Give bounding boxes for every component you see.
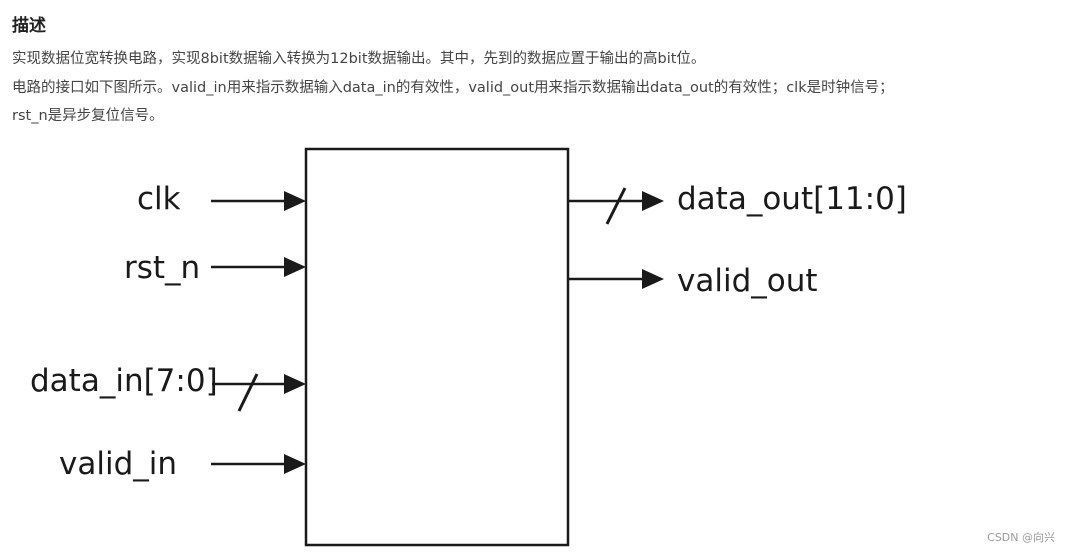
data-in-bus-arrow [212, 373, 306, 412]
description-line-1: 实现数据位宽转换电路，实现8bit数据输入转换为12bit数据输出。其中，先到的… [12, 51, 706, 67]
data-in-label: data_in[7:0] [30, 363, 218, 399]
rst-n-arrow [211, 257, 306, 277]
module-block [304, 147, 570, 547]
rst-n-label: rst_n [124, 250, 200, 286]
data-out-bus-arrow [568, 187, 664, 225]
section-heading: 描述 [12, 16, 46, 36]
description-line-2: 电路的接口如下图所示。valid_in用来指示数据输入data_in的有效性，v… [12, 80, 894, 96]
clk-label: clk [137, 181, 181, 217]
description-line-3: rst_n是异步复位信号。 [12, 108, 164, 124]
clk-arrow [211, 191, 306, 211]
valid-in-arrow [211, 454, 306, 474]
valid-in-label: valid_in [59, 446, 177, 482]
data-out-label: data_out[11:0] [677, 181, 907, 217]
valid-out-label: valid_out [677, 263, 818, 299]
watermark: CSDN @向兴 [987, 531, 1055, 544]
valid-out-arrow [568, 269, 664, 289]
